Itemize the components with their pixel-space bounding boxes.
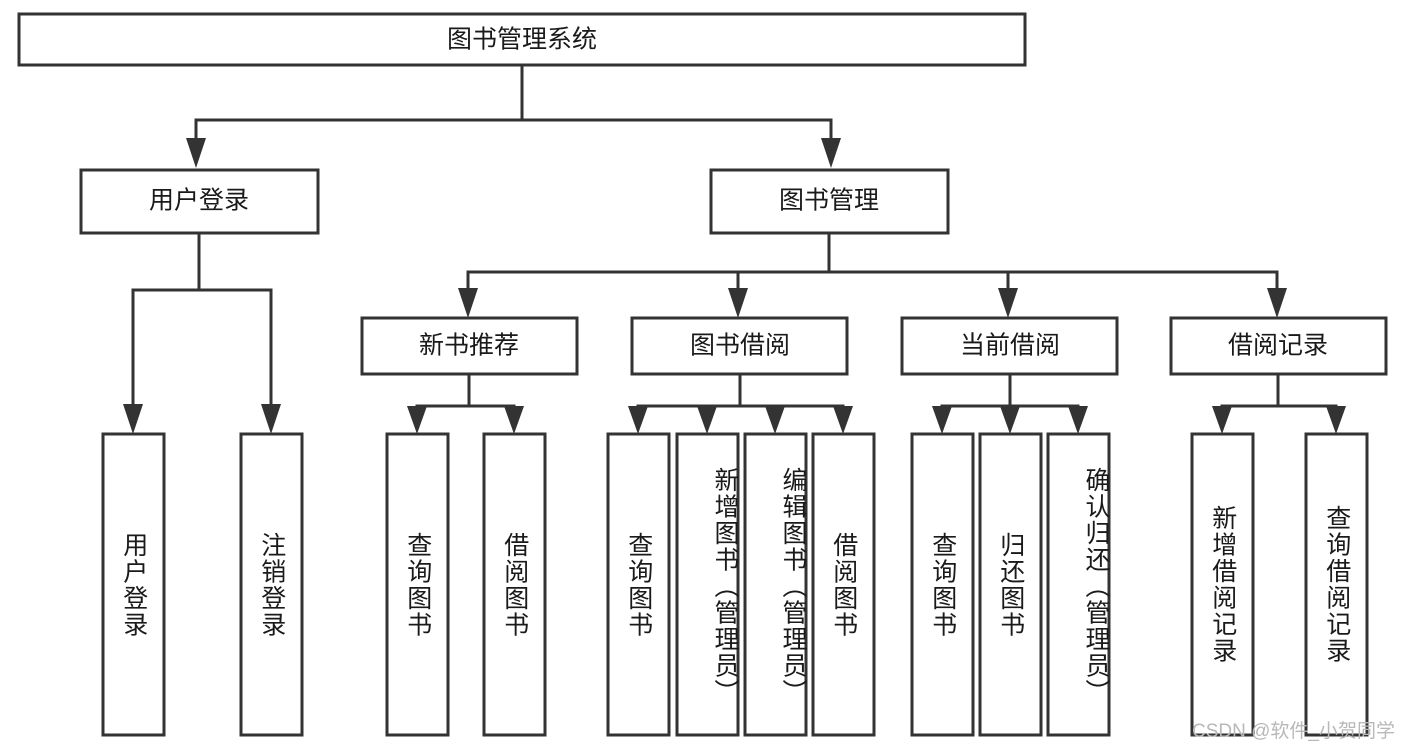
node-current-borrow-label: 当前借阅: [960, 332, 1060, 360]
connector-layer: [123, 63, 1346, 434]
node-leaf-query-book-3[interactable]: [910, 432, 975, 737]
node-borrow-record[interactable]: [1169, 316, 1388, 376]
node-root-label: 图书管理系统: [447, 26, 597, 54]
node-leaf-borrow-book-2[interactable]: [811, 432, 876, 737]
node-box-layer: 图书管理系统 用户登录 图书管理 新书推荐 图书借阅 当前借阅 借阅记录: [17, 12, 1388, 737]
node-book-borrow[interactable]: [630, 316, 849, 376]
arrow-head-borrow-record: [1267, 288, 1287, 318]
node-new-book-recommend[interactable]: [360, 316, 579, 376]
arrow-head-leaf-confirm-return-admin: [1068, 406, 1088, 434]
arrow-head-leaf-query-book-3: [932, 406, 952, 434]
arrow-head-leaf-borrow-book-2: [833, 406, 853, 434]
arrow-head-leaf-edit-book-admin: [765, 406, 785, 434]
arrow-head-leaf-query-borrow-record: [1326, 406, 1346, 434]
node-leaf-add-borrow-record[interactable]: [1190, 432, 1255, 737]
arrow-head-book-manage: [821, 138, 841, 168]
arrow-head-leaf-user-login: [123, 404, 143, 434]
node-root-book-management-system[interactable]: [17, 12, 1027, 67]
node-leaf-borrow-book-1[interactable]: [482, 432, 547, 737]
node-leaf-query-borrow-record[interactable]: [1304, 432, 1369, 737]
node-book-manage-label: 图书管理: [779, 187, 879, 215]
node-leaf-user-login[interactable]: [101, 432, 166, 737]
node-borrow-record-label: 借阅记录: [1228, 332, 1328, 360]
node-user-login-label: 用户登录: [149, 187, 249, 215]
arrow-head-leaf-query-book-1: [407, 406, 427, 434]
node-leaf-return-book[interactable]: [978, 432, 1043, 737]
node-user-login[interactable]: [79, 168, 320, 235]
arrow-head-leaf-return-book: [1000, 406, 1020, 434]
arrow-head-leaf-borrow-book-1: [504, 406, 524, 434]
node-leaf-user-logout[interactable]: [239, 432, 304, 737]
node-leaf-add-book-admin[interactable]: [675, 432, 740, 737]
node-book-borrow-label: 图书借阅: [690, 332, 790, 360]
arrow-head-leaf-query-book-2: [628, 406, 648, 434]
node-book-manage[interactable]: [709, 168, 950, 235]
arrow-head-book-borrow: [728, 288, 748, 318]
arrow-head-leaf-add-borrow-record: [1212, 406, 1232, 434]
node-leaf-query-book-2[interactable]: [606, 432, 671, 737]
arrow-head-user-login: [186, 138, 206, 168]
arrow-head-leaf-user-logout: [261, 404, 281, 434]
node-leaf-query-book-1[interactable]: [385, 432, 450, 737]
node-leaf-edit-book-admin[interactable]: [743, 432, 808, 737]
arrow-head-new-book-recommend: [458, 288, 478, 318]
node-leaf-confirm-return-admin[interactable]: [1046, 432, 1111, 737]
node-current-borrow[interactable]: [900, 316, 1119, 376]
node-new-book-recommend-label: 新书推荐: [419, 332, 519, 360]
arrow-head-leaf-add-book-admin: [697, 406, 717, 434]
arrow-head-current-borrow: [998, 288, 1018, 318]
